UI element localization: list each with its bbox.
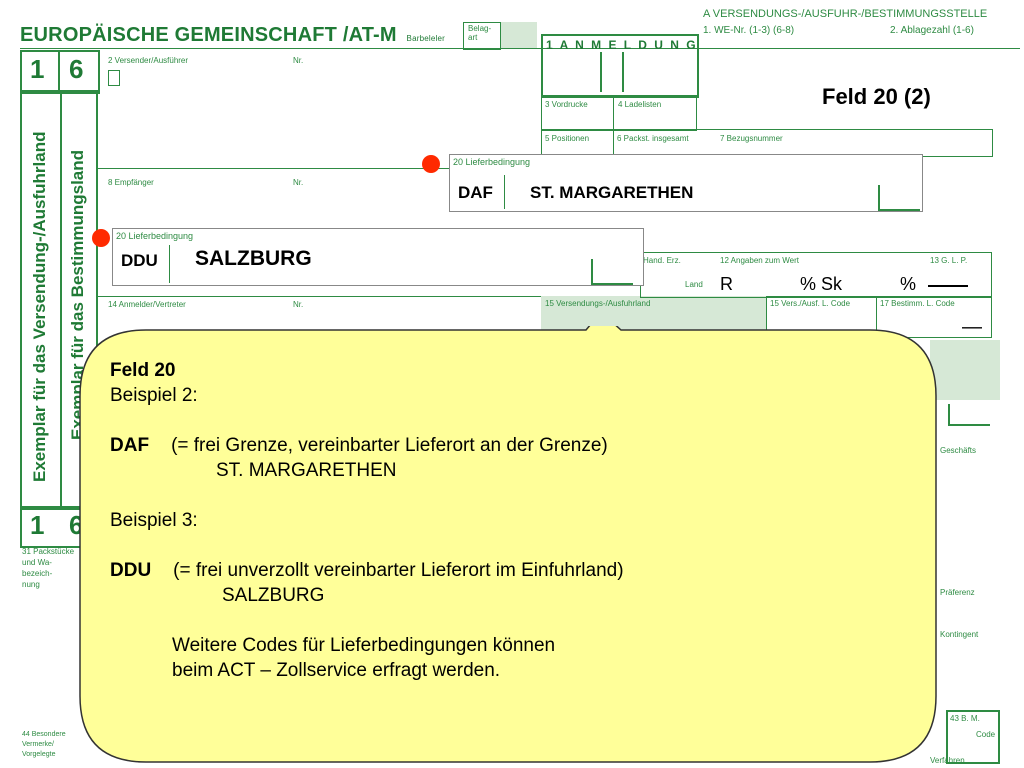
bolag-shade	[501, 22, 537, 48]
feld-label: Feld 20 (2)	[822, 84, 931, 109]
side-number-6-top: 6	[69, 54, 84, 84]
side-number-divider	[58, 50, 60, 90]
field-14-label: 14 Anmelder/Vertreter	[108, 300, 186, 309]
bolag-art-box	[463, 22, 501, 50]
field-15-label: 15 Versendungs-/Ausfuhrland	[545, 299, 651, 308]
side-number-1-bottom: 1	[30, 510, 45, 540]
field-31-label: 31 Packstücke und Wa- bezeich- nung	[22, 547, 75, 589]
field-2-nr-label: Nr.	[293, 56, 304, 65]
field-2-label: 2 Versender/Ausführer	[108, 56, 189, 65]
side-number-1-top: 1	[30, 54, 45, 84]
field-2-box	[98, 50, 541, 169]
callout-daf-text: (= frei Grenze, vereinbarter Lieferort a…	[171, 435, 608, 456]
form-title-text: EUROPÄISCHE GEMEINSCHAFT	[20, 24, 338, 46]
field-5-label: 5 Positionen	[545, 134, 590, 143]
callout-text: Feld 20 Beispiel 2: DAF (= frei Grenze, v…	[110, 358, 624, 683]
land-label: Land	[685, 280, 703, 289]
field-17-dash: —	[962, 316, 982, 338]
field-6-label: 6 Packst. insgesamt	[617, 134, 689, 143]
field-3-label: 3 Vordrucke	[545, 100, 588, 109]
field-43-label: 43 B. M.	[950, 714, 980, 723]
callout-daf-line: DAF (= frei Grenze, vereinbarter Lieferor…	[110, 433, 624, 458]
bolag-art-label: Belag- art	[468, 24, 492, 42]
pct-value: %	[900, 274, 917, 294]
field-13-label: 13 G. L. P.	[930, 256, 968, 265]
overlay-delivery-terms-top: 20 Lieferbedingung DAF ST. MARGARETHEN	[449, 154, 923, 212]
overlay-left-bracket	[591, 259, 633, 285]
anmeldung-label: 1 A N M E L D U N G	[546, 38, 698, 52]
form-title: EUROPÄISCHE GEMEINSCHAFT /AT-M Barbelele…	[20, 24, 445, 47]
praeferenz-label: Präferenz	[940, 588, 975, 597]
r-value: R	[720, 274, 733, 294]
callout-spacer-4	[110, 608, 624, 633]
field-8-nr-label: Nr.	[293, 178, 304, 187]
right-strip	[58, 90, 98, 510]
anmeldung-cell	[600, 52, 624, 92]
callout-example-2: Beispiel 2:	[110, 385, 198, 406]
form-title-sub: Barbeleler	[406, 34, 445, 43]
field-12-label: 12 Angaben zum Wert	[720, 256, 800, 265]
field-3-4-box	[541, 95, 697, 131]
geschaefts-label: Geschäfts	[940, 446, 977, 455]
we-nr-label: 1. WE-Nr. (1-3) (6-8)	[703, 25, 795, 36]
field-14-rule	[98, 296, 541, 297]
sk-value: % Sk	[800, 274, 843, 294]
field-4-divider	[613, 95, 614, 155]
explanation-callout	[79, 326, 937, 763]
red-marker-top	[422, 155, 440, 173]
callout-spacer-1	[110, 408, 624, 433]
callout-example-3: Beispiel 3:	[110, 510, 198, 531]
callout-note-line-2: beim ACT – Zollservice erfragt werden.	[172, 660, 501, 681]
red-marker-left	[92, 229, 110, 247]
kontingent-label: Kontingent	[940, 630, 979, 639]
field-17-label: 17 Bestimm. L. Code	[880, 299, 955, 308]
callout-spacer-3	[110, 533, 624, 558]
callout-note-line-1: Weitere Codes für Lieferbedingungen könn…	[172, 635, 556, 656]
callout-ddu-line: DDU (= frei unverzollt vereinbarter Liefe…	[110, 558, 624, 583]
field-11-label: Hand. Erz.	[643, 256, 681, 265]
form-title-code: /AT-M	[342, 24, 397, 46]
field-43-box	[946, 710, 1000, 764]
callout-daf-code: DAF	[110, 435, 150, 456]
overlay-top-divider-1	[504, 175, 505, 209]
top-rule	[20, 48, 1020, 49]
field-13-dash	[928, 285, 968, 287]
right-shade	[930, 340, 1000, 400]
field-17-divider	[876, 296, 877, 336]
ablagezahl-label: 2. Ablagezahl (1-6)	[890, 25, 974, 36]
verfahren-label: Verfahren	[930, 756, 965, 765]
overlay-left-divider	[169, 245, 170, 283]
overlay-top-bracket	[878, 185, 920, 211]
vertical-label-left: Exemplar für das Versendung-/Ausfuhrland	[30, 131, 49, 482]
field-14-nr-label: Nr.	[293, 300, 304, 309]
overlay-left-label: 20 Lieferbedingung	[116, 231, 194, 241]
right-bracket	[948, 404, 990, 426]
section-a-label: A VERSENDUNGS-/AUSFUHR-/BESTIMMUNGSSTELL…	[703, 8, 988, 20]
field-2-checkbox	[108, 70, 120, 86]
callout-shape	[79, 326, 937, 763]
overlay-top-code: DAF	[458, 183, 493, 202]
overlay-delivery-terms-left: 20 Lieferbedingung DDU SALZBURG	[112, 228, 644, 286]
overlay-left-place: SALZBURG	[195, 247, 312, 270]
callout-daf-place: ST. MARGARETHEN	[216, 460, 397, 481]
field-43-code: Code	[976, 730, 996, 739]
callout-ddu-text: (= frei unverzollt vereinbarter Lieferor…	[173, 560, 624, 581]
field-7-label: 7 Bezugsnummer	[720, 134, 783, 143]
callout-ddu-code: DDU	[110, 560, 152, 581]
overlay-top-place: ST. MARGARETHEN	[530, 183, 694, 202]
overlay-top-label: 20 Lieferbedingung	[453, 157, 531, 167]
overlay-left-code: DDU	[121, 251, 158, 270]
field-15b-label: 15 Vers./Ausf. L. Code	[770, 299, 851, 308]
field-11-13-box	[640, 252, 992, 298]
field-4-label: 4 Ladelisten	[618, 100, 662, 109]
callout-heading: Feld 20	[110, 360, 176, 381]
field-44-label: 44 Besondere Vermerke/ Vorgelegte	[22, 731, 66, 758]
callout-spacer-2	[110, 483, 624, 508]
field-5-7-box	[541, 129, 993, 157]
left-strip	[20, 90, 62, 510]
anmeldung-box	[541, 34, 699, 98]
callout-ddu-place: SALZBURG	[222, 585, 325, 606]
field-8-label: 8 Empfänger	[108, 178, 154, 187]
